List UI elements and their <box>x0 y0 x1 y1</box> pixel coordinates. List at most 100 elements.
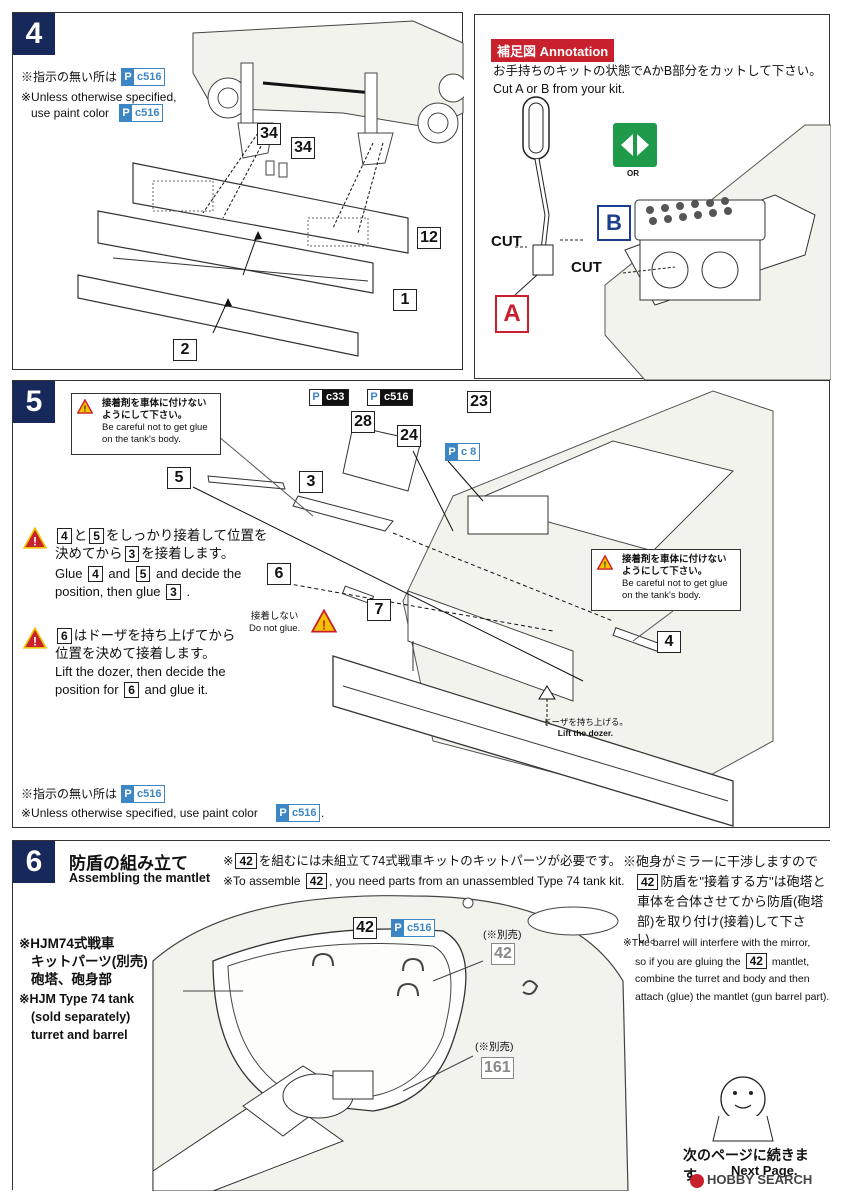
step4-note-jp-text: ※指示の無い所は <box>21 70 118 84</box>
ref-part-6: 6 <box>124 682 139 698</box>
caution-box-2: 接着剤を車体に付けないようにして下さい。 Be careful not to g… <box>591 549 741 611</box>
next-page-en: Next Page. <box>731 1163 798 1178</box>
note2-jp-2a: 防盾を"接着する方"は砲塔と <box>660 874 826 889</box>
step5-footer-jp: ※指示の無い所は <box>21 786 117 802</box>
step6-number: 6 <box>13 841 55 883</box>
svg-text:!: ! <box>84 405 87 414</box>
step5-footer-en: ※Unless otherwise specified, use paint c… <box>21 805 258 821</box>
separate-sale-label-2: (※別売) <box>475 1041 514 1053</box>
step6-title-en: Assembling the mantlet <box>69 871 210 885</box>
inst1-jp-c: 決めてから <box>55 546 123 561</box>
step4-note-jp: ※指示の無い所は <box>21 69 117 85</box>
part-7: 7 <box>367 599 391 621</box>
part-28: 28 <box>351 411 375 433</box>
ref-part-4: 4 <box>88 566 103 582</box>
annotation-panel: 補足図 Annotation お手持ちのキットの状態でAかB部分をカットして下さ… <box>474 14 831 380</box>
warning-icon: ! <box>77 399 93 414</box>
annotation-illustration <box>514 96 831 380</box>
ref-part-4: 4 <box>57 528 72 544</box>
caution1-jp: 接着剤を車体に付けないようにして下さい。 <box>102 398 207 421</box>
step6-note1-en: ※To assemble 42, you need parts from an … <box>223 873 624 890</box>
caution2-en: Be careful not to get glue on the tank's… <box>622 578 728 601</box>
annotation-title: 補足図 Annotation <box>491 39 615 62</box>
note2-en-2a: so if you are gluing the <box>635 956 741 968</box>
instruction1-en-line2: position, then glue 3 . <box>55 584 191 600</box>
hjm-en-2: (sold separately) <box>31 1010 131 1024</box>
hjm-jp-2: キットパーツ(別売) <box>31 954 148 969</box>
paint-p: P <box>392 920 404 936</box>
hjm-jp-3: 砲塔、砲身部 <box>31 972 112 987</box>
hobby-search-watermark: HOBBY SEARCH <box>690 1172 812 1188</box>
paint-code: c516 <box>289 805 320 821</box>
paint-p: P <box>122 786 134 802</box>
instruction2-en-line1: Lift the dozer, then decide the <box>55 664 226 679</box>
paint-code: c516 <box>380 390 413 405</box>
part-2: 2 <box>173 339 197 361</box>
step6-note2-jp-1: ※砲身がミラーに干渉しますので <box>623 854 819 869</box>
part-42-separate: 42 <box>491 943 515 965</box>
step6-note2-en-2: so if you are gluing the 42 mantlet, <box>635 953 809 971</box>
svg-text:!: ! <box>33 635 37 649</box>
step6-note2-jp-3: 車体を合体させてから防盾(砲塔 <box>637 894 824 909</box>
paint-p: P <box>310 390 322 405</box>
part-42: 42 <box>353 917 377 939</box>
watermark-text: HOBBY SEARCH <box>707 1172 813 1187</box>
inst2-en-c: and glue it. <box>144 682 209 697</box>
step6-illustration <box>152 895 774 1191</box>
inst1-en-b: and <box>108 566 131 581</box>
lift-dozer-label: ドーザを持ち上げる。 Lift the dozer. <box>543 717 628 739</box>
part-4: 4 <box>657 631 681 653</box>
step4-note-en2: use paint color <box>31 106 110 120</box>
step4-number: 4 <box>13 13 55 55</box>
footer-jp-text: ※指示の無い所は <box>21 787 118 801</box>
or-label: OR <box>627 169 639 178</box>
step5-illustration <box>192 390 774 827</box>
step6-note2-en-3: combine the turret and body and then <box>635 973 810 985</box>
paint-code: c516 <box>134 786 165 802</box>
step6-title-jp: 防盾の組み立て <box>69 854 188 873</box>
svg-text:!: ! <box>33 535 37 549</box>
svg-text:!: ! <box>322 617 326 632</box>
part-12: 12 <box>417 227 441 249</box>
inst1-en-c: and decide the <box>156 566 242 581</box>
footer-period: . <box>321 806 325 820</box>
paint-p: P <box>120 105 132 121</box>
caution2-jp: 接着剤を車体に付けないようにして下さい。 <box>622 554 727 577</box>
no-glue-en: Do not glue. <box>249 623 301 634</box>
ref-part-3: 3 <box>124 546 140 562</box>
no-glue-label: 接着しない Do not glue. <box>249 611 300 635</box>
paint-p: P <box>368 390 380 405</box>
instruction2-jp-line2: 位置を決めて接着します。 <box>55 646 216 661</box>
ref-part-42: 42 <box>235 853 257 869</box>
svg-text:!: ! <box>604 561 607 570</box>
cut-label-b: CUT <box>571 259 602 276</box>
paint-p: P <box>122 69 134 85</box>
panel-border-fill <box>656 1008 830 1010</box>
step4-illustration <box>77 20 464 357</box>
label-b: B <box>597 205 631 241</box>
label-a: A <box>495 295 529 333</box>
inst2-en-b: position for <box>55 682 119 697</box>
step5-panel: 5 接着剤を車体に付けないようにして下さい。 Be careful not to… <box>12 380 830 828</box>
part-24: 24 <box>397 425 421 447</box>
part-34-a: 34 <box>257 123 281 145</box>
hjm-en-3: turret and barrel <box>31 1028 128 1042</box>
note1-jp-b: を組むには未組立て74式戦車キットのキットパーツが必要です。 <box>258 854 622 868</box>
step6-note2-en-1: ※The barrel will interfere with the mirr… <box>623 937 811 949</box>
caution-box-1: 接着剤を車体に付けないようにして下さい。 Be careful not to g… <box>71 393 221 455</box>
warning-icon: ! <box>597 555 613 570</box>
watermark-logo-icon <box>690 1173 704 1188</box>
step6-note2-en-4: attach (glue) the mantlet (gun barrel pa… <box>635 991 830 1003</box>
no-glue-jp: 接着しない <box>250 611 299 622</box>
part-161-separate: 161 <box>481 1057 514 1079</box>
